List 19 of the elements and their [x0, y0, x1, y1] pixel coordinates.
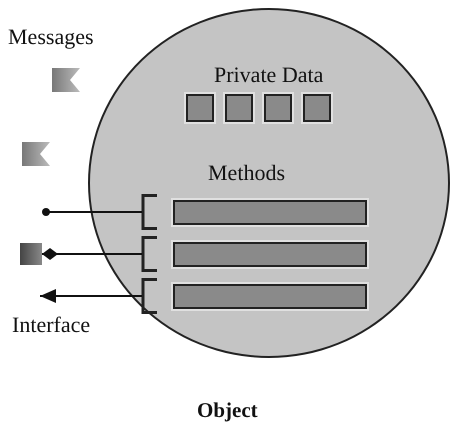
object-title: Object	[197, 400, 258, 421]
message-block	[20, 243, 42, 265]
connector	[42, 248, 142, 260]
connector	[40, 289, 142, 303]
method-bar	[173, 200, 367, 225]
connector	[42, 208, 142, 216]
interface-bracket	[141, 194, 157, 230]
interface-bracket	[141, 278, 157, 314]
interface-bracket	[141, 236, 157, 272]
data-square	[225, 94, 253, 122]
section-heading: Private Data	[214, 64, 324, 86]
method-bar	[173, 284, 367, 309]
interface-label: Interface	[12, 314, 90, 336]
data-square	[264, 94, 292, 122]
method-bar	[173, 242, 367, 267]
data-square	[303, 94, 331, 122]
messages-label: Messages	[8, 26, 94, 48]
data-square	[186, 94, 214, 122]
section-heading: Methods	[208, 162, 285, 184]
